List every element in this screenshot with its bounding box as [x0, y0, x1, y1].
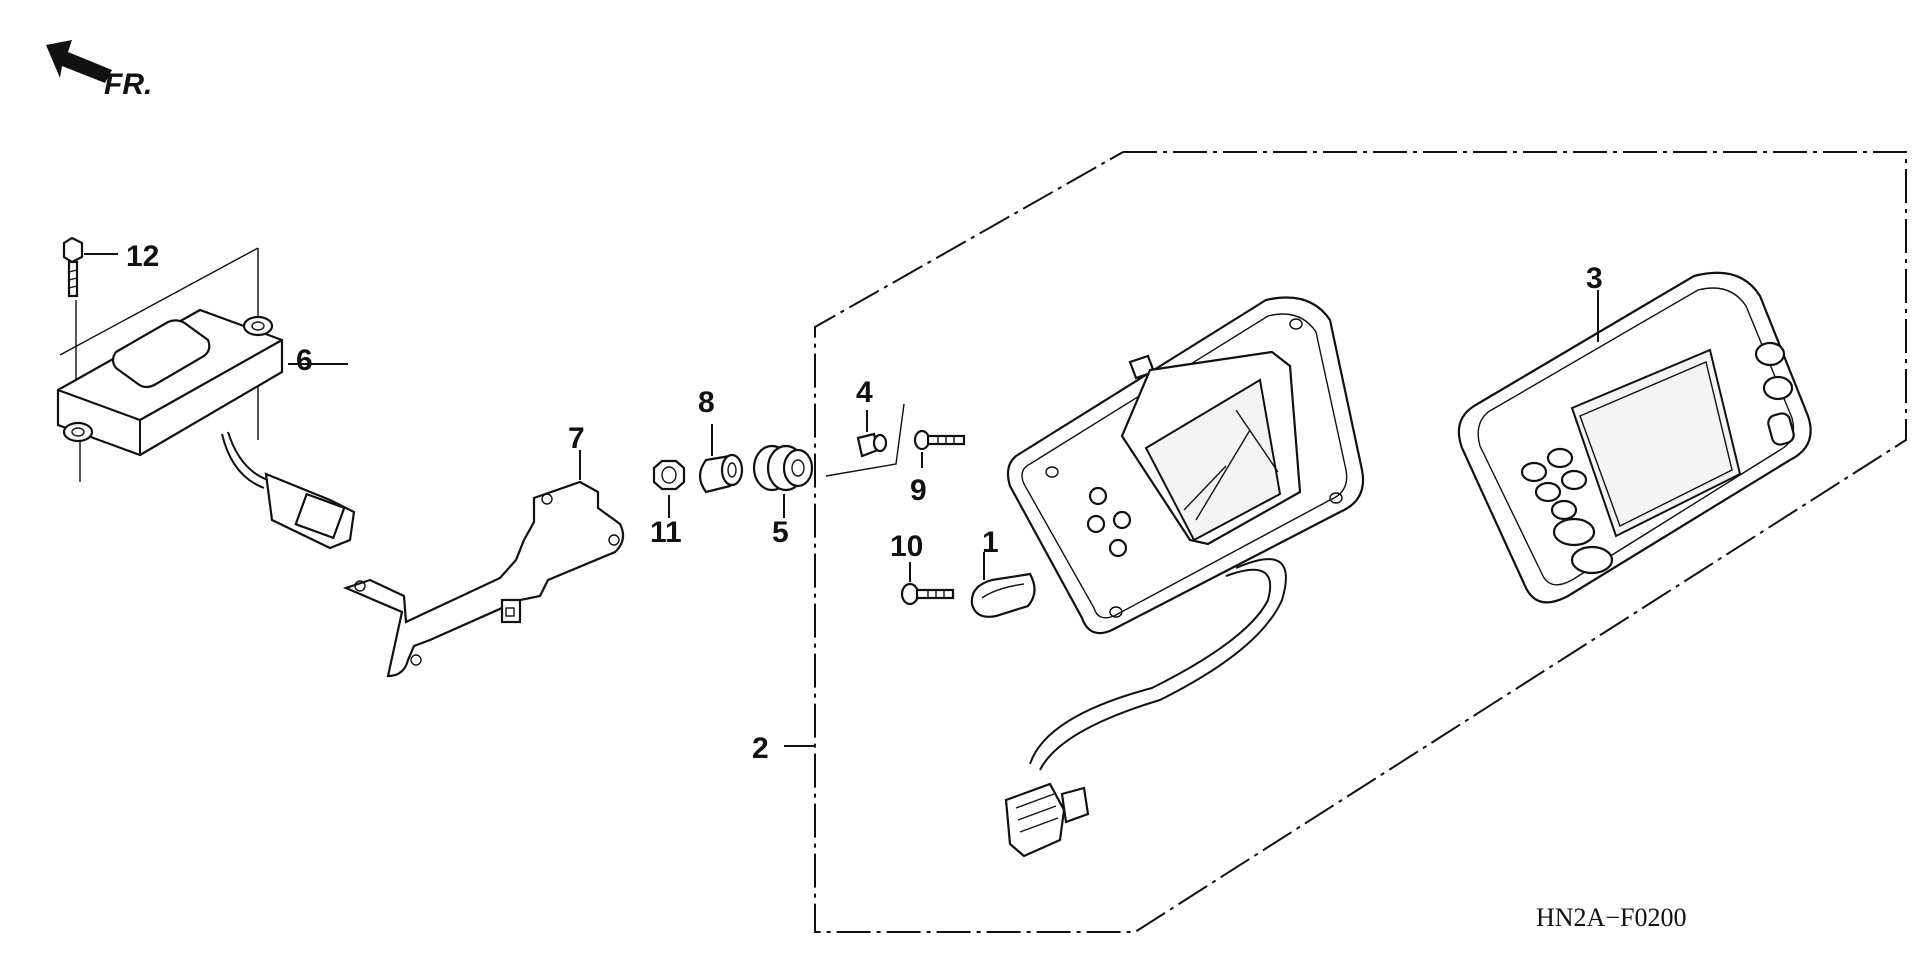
bracket-7: [342, 450, 625, 678]
screw-10: [900, 562, 955, 606]
nut-4: [825, 403, 905, 477]
callout-5: 5: [772, 516, 789, 549]
diagram-code: HN2A−F0200: [1536, 903, 1686, 932]
callout-2: 2: [752, 732, 769, 765]
screw-9: [913, 429, 966, 468]
callout-7: 7: [568, 422, 585, 455]
meter-assembly-2: [784, 296, 1365, 858]
direction-label: FR.: [104, 68, 152, 101]
front-direction-arrow: FR.: [46, 40, 152, 101]
callout-11: 11: [650, 516, 682, 549]
arrow-icon: [46, 40, 112, 83]
callout-3: 3: [1586, 262, 1603, 295]
assembly-boundary: [814, 151, 1907, 933]
clamp-1: [970, 552, 1036, 618]
control-module-6: [56, 247, 356, 550]
grommet-5: [752, 444, 814, 518]
callout-1: 1: [982, 526, 999, 559]
meter-cover-3: [1457, 271, 1812, 604]
callout-12: 12: [126, 240, 159, 273]
nut-11: [652, 459, 686, 518]
collar-8: [698, 424, 744, 494]
callout-6: 6: [296, 344, 313, 377]
callout-labels: 1 2 3 4 5 6 7 8 9 10 11 12: [126, 240, 1603, 765]
callout-9: 9: [910, 474, 927, 507]
callout-8: 8: [698, 386, 715, 419]
callout-4: 4: [856, 376, 873, 409]
callout-10: 10: [890, 530, 923, 563]
